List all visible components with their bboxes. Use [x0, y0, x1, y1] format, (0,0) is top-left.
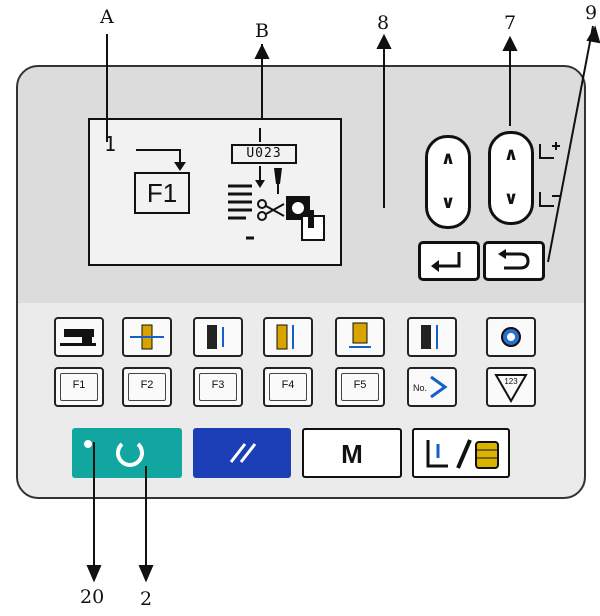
f2-key[interactable]: F2 [122, 367, 172, 407]
tension-dial-icon [501, 327, 521, 347]
reverse-stitch-key[interactable] [122, 317, 172, 357]
enter-button[interactable] [418, 241, 480, 281]
f4-key-label: F4 [281, 379, 295, 391]
presser-function-key[interactable] [54, 317, 104, 357]
data-change-pill-button[interactable]: ∧ ∨ [488, 131, 534, 225]
stitch-pattern-icon [421, 325, 438, 349]
thread-tension-key[interactable] [486, 317, 536, 357]
reverse-stitch-icon [130, 324, 164, 350]
winder-threading-icon [426, 439, 499, 469]
ready-led [84, 440, 92, 448]
counter-key[interactable]: 123 [486, 367, 536, 407]
stitch-thread-trim-icon [228, 128, 325, 241]
stitch-pattern-icon [207, 325, 224, 349]
stitch-key-3[interactable] [193, 317, 243, 357]
f1-key-label: F1 [72, 379, 86, 391]
stitch-pattern-icon [349, 322, 371, 348]
mode-key[interactable]: M [302, 428, 402, 478]
callout-8: 8 [377, 12, 390, 34]
down-arrow-icon: ∨ [440, 192, 456, 213]
f5-key[interactable]: F5 [335, 367, 385, 407]
presser-foot-icon [60, 329, 96, 346]
chevron-right-icon [430, 375, 448, 399]
increase-decrease-side-icons [539, 142, 560, 207]
f4-key[interactable]: F4 [263, 367, 313, 407]
pattern-select-arrow-icon [136, 149, 186, 171]
enter-icon [431, 252, 461, 272]
up-arrow-icon: ∧ [503, 144, 519, 165]
ready-key[interactable] [72, 428, 182, 478]
reset-key[interactable] [193, 428, 291, 478]
f3-key[interactable]: F3 [193, 367, 243, 407]
bobbin-winder-key[interactable] [412, 428, 510, 478]
down-arrow-icon: ∨ [503, 188, 519, 209]
mode-key-label: M [341, 439, 363, 469]
stitch-key-6[interactable] [407, 317, 457, 357]
up-arrow-icon: ∧ [440, 148, 456, 169]
lcd-f1-indicator: F1 [134, 172, 190, 214]
power-cycle-icon [116, 442, 144, 467]
callout-2: 2 [140, 588, 153, 610]
callout-7: 7 [504, 12, 517, 34]
callout-20: 20 [80, 586, 105, 608]
stitch-key-4[interactable] [263, 317, 313, 357]
callout-9: 9 [585, 2, 598, 24]
counter-key-label: 123 [504, 377, 518, 386]
number-key[interactable]: No. [407, 367, 457, 407]
user-program-code: U023 [231, 144, 297, 164]
f1-key[interactable]: F1 [54, 367, 104, 407]
counter-triangle-icon [494, 374, 528, 404]
item-select-pill-button[interactable]: ∧ ∨ [425, 135, 471, 229]
return-button[interactable] [483, 241, 545, 281]
f2-key-label: F2 [140, 379, 154, 391]
stitch-key-5[interactable] [335, 317, 385, 357]
number-key-label: No. [413, 383, 428, 393]
return-icon [498, 249, 530, 270]
f5-key-label: F5 [353, 379, 367, 391]
callout-a: A [100, 6, 114, 28]
reset-slashes-icon [229, 443, 257, 463]
f3-key-label: F3 [211, 379, 225, 391]
callout-b: B [255, 20, 269, 42]
stitch-pattern-icon [276, 324, 294, 350]
lcd-display: 1 F1 U023 [88, 118, 342, 266]
